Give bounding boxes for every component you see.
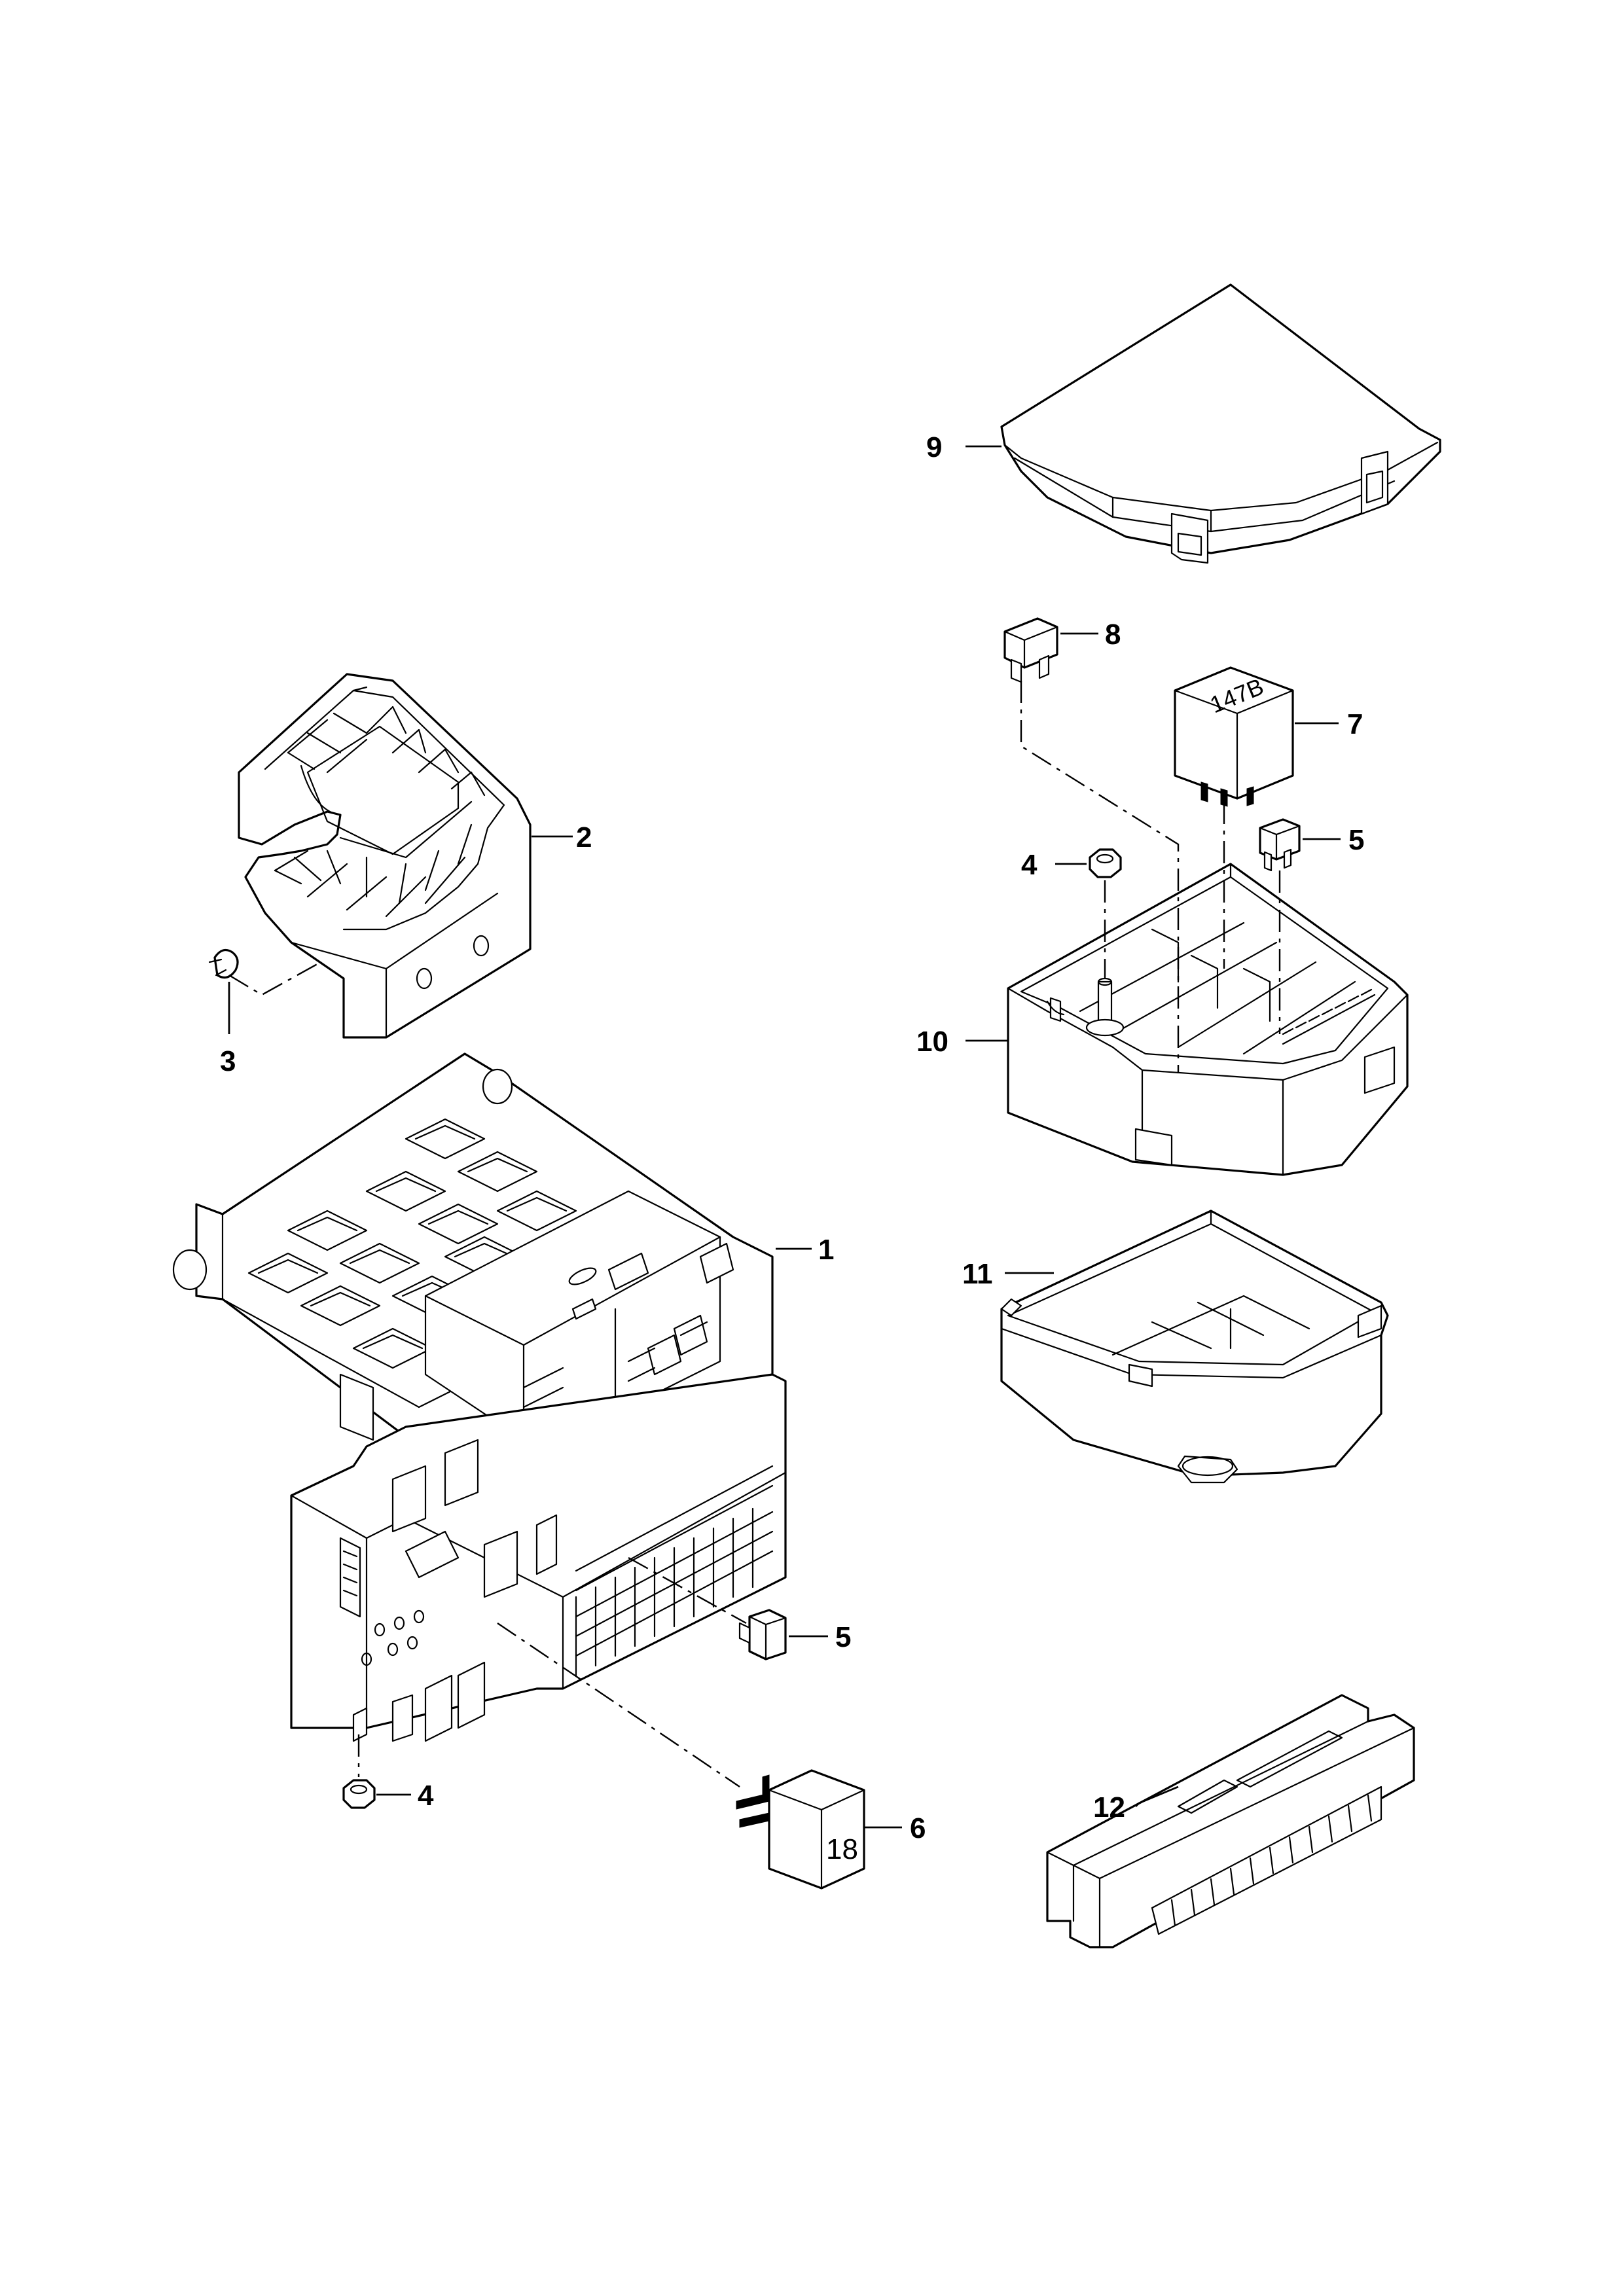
callout-2: 2: [576, 821, 592, 853]
part-6-relay[interactable]: 18: [736, 1769, 865, 1890]
callout-11: 11: [962, 1258, 993, 1290]
assembly-lines: [228, 681, 1281, 1787]
callout-4-lower: 4: [418, 1780, 434, 1812]
callout-12: 12: [1093, 1791, 1125, 1823]
part-1-main-fuse-box[interactable]: [172, 1052, 787, 1742]
housing-fuse-slots: [1282, 988, 1376, 1045]
front-fuse-grid: [575, 1465, 774, 1677]
part-5-mini-fuse-upper[interactable]: [1259, 818, 1301, 872]
callout-3: 3: [220, 1045, 236, 1077]
leader-lines: [228, 445, 1341, 1829]
callout-7: 7: [1347, 708, 1363, 740]
callout-9: 9: [926, 431, 942, 463]
callout-4-upper: 4: [1021, 849, 1038, 881]
relay-6-marking: 18: [826, 1833, 858, 1865]
callout-1: 1: [818, 1234, 834, 1266]
part-4-nut-upper[interactable]: [1089, 848, 1122, 878]
part-12-fuse-puller[interactable]: [1046, 1694, 1415, 1948]
part-5-mini-fuse-lower[interactable]: [738, 1609, 787, 1660]
part-2-bracket[interactable]: [238, 673, 532, 1039]
part-4-nut-lower[interactable]: [342, 1779, 376, 1809]
part-3-clip[interactable]: [208, 948, 239, 979]
callout-labels: 1 2 3 4 4 5 5 6 7 8 9 10 11 12: [220, 431, 1364, 1844]
callout-10: 10: [916, 1026, 948, 1058]
part-10-fuse-box-housing[interactable]: [1007, 863, 1409, 1176]
callout-5-lower: 5: [835, 1621, 851, 1653]
part-8-blade-fuse[interactable]: [1003, 617, 1058, 683]
callout-5-upper: 5: [1348, 824, 1364, 856]
bracket-lattice: [274, 706, 486, 918]
part-9-top-cover[interactable]: [1000, 283, 1441, 564]
puller-grip-ribs: [1170, 1794, 1373, 1927]
part-7-relay[interactable]: 147B: [1174, 666, 1294, 807]
callout-8: 8: [1105, 619, 1121, 651]
callout-6: 6: [910, 1812, 926, 1844]
part-11-lower-tray[interactable]: [1000, 1210, 1389, 1484]
